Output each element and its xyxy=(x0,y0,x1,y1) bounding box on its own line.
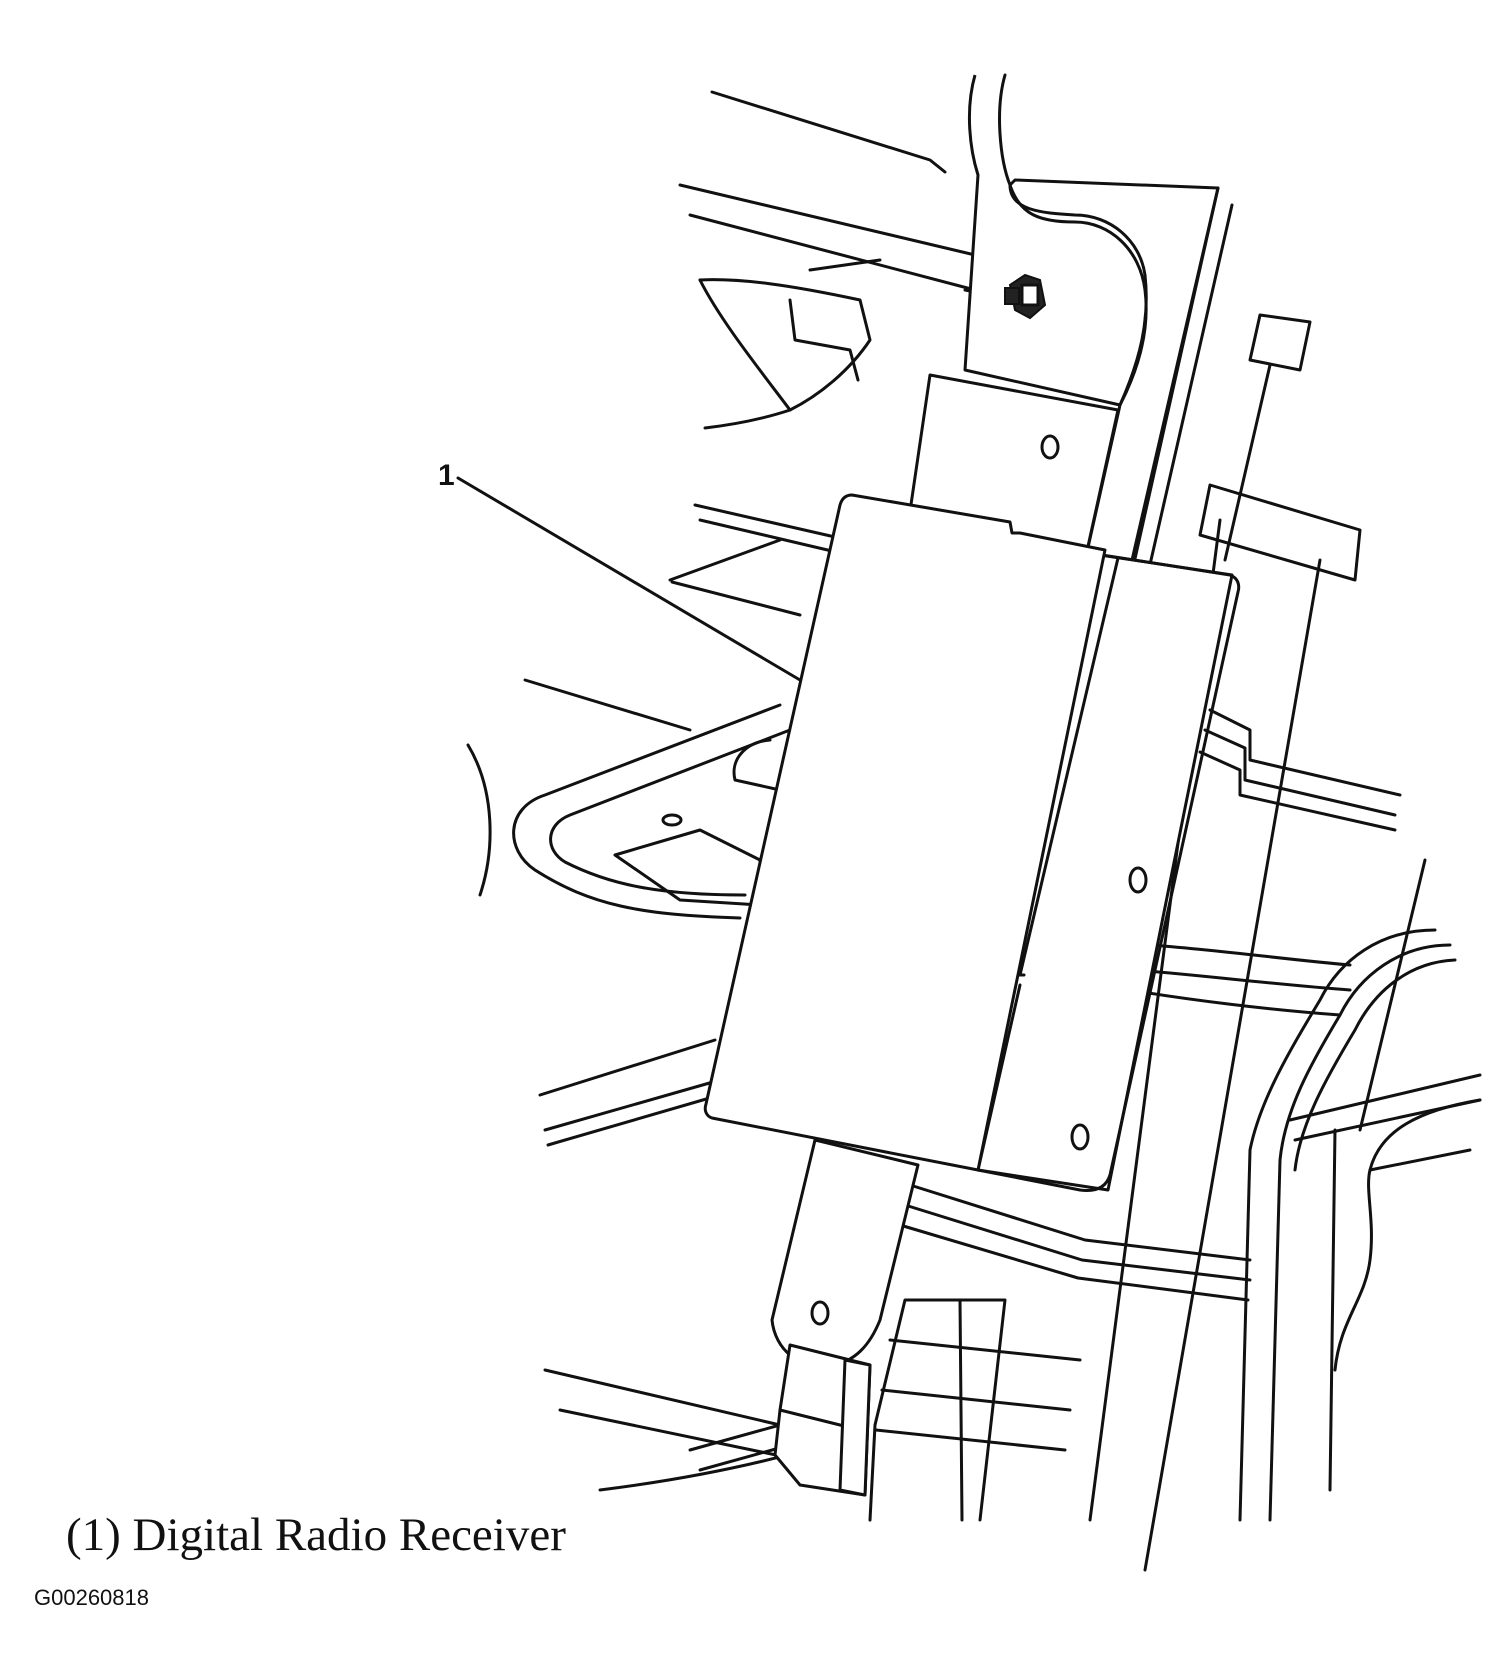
background-structure xyxy=(466,90,982,1492)
callout-number: 1 xyxy=(438,459,455,492)
digital-radio-receiver xyxy=(703,493,1241,1192)
right-structure xyxy=(868,313,1482,1572)
diagram-caption: (1) Digital Radio Receiver xyxy=(66,1509,566,1561)
callout-1: 1 xyxy=(438,459,802,682)
figure-code: G00260818 xyxy=(34,1585,149,1610)
mounting-bracket xyxy=(770,73,1234,1497)
bolt xyxy=(1004,273,1047,320)
